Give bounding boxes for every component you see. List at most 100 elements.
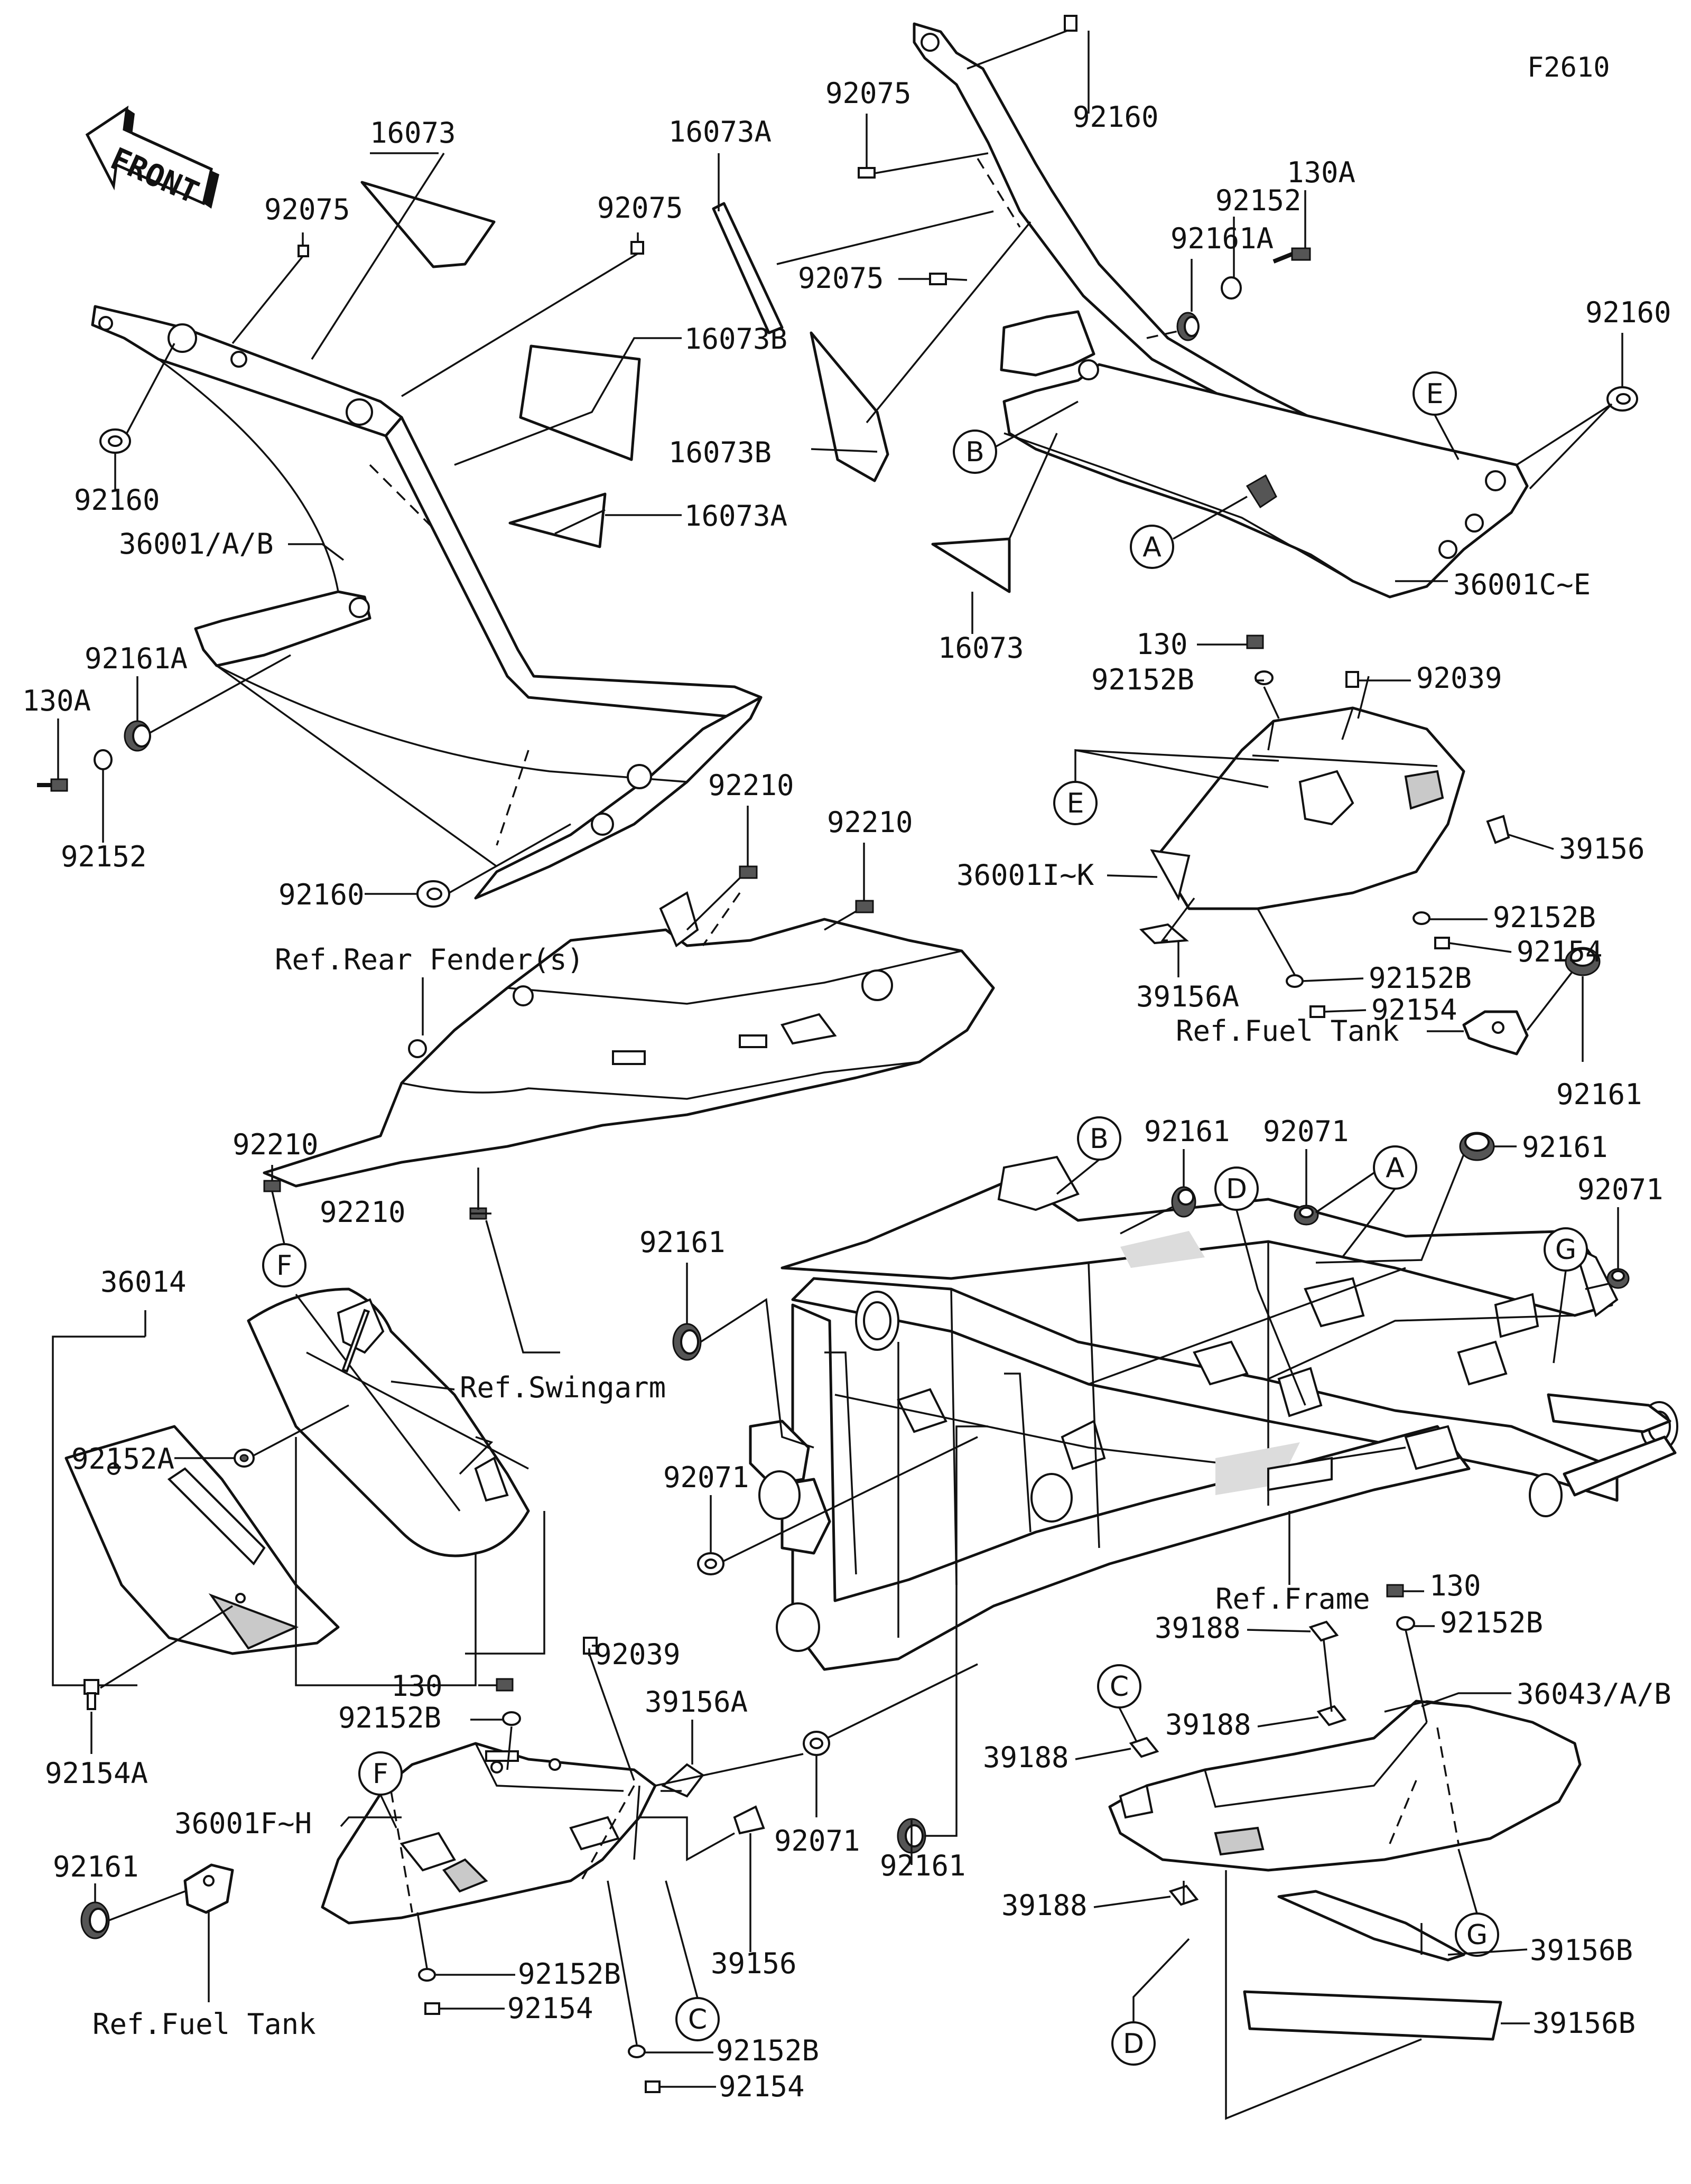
pad-39188-a-icon [1308,1620,1339,1642]
label-130A-right: 130A [1287,156,1355,189]
label-92075-a: 92075 [264,193,350,226]
callout-E-upper: E [1413,371,1457,416]
grommet-92160-d-icon [1606,386,1638,412]
label-36001IK: 36001I~K [956,858,1094,892]
label-92160-c: 92160 [1073,100,1159,134]
label-39156-low: 39156 [711,1947,797,1980]
label-92075-b: 92075 [597,191,683,225]
svg-text:C: C [688,2004,707,2036]
grommet-92161-e-icon [80,1901,110,1939]
label-36014: 36014 [100,1265,187,1299]
svg-text:D: D [1226,1173,1247,1205]
label-39156B-a: 39156B [1530,1934,1633,1967]
label-92161-a: 92161 [1144,1115,1230,1148]
label-ref-frame: Ref.Frame [1215,1582,1370,1616]
bolt-92075-a-icon [298,245,309,257]
label-92210-d: 92210 [320,1196,406,1229]
leaders-frame [686,1145,1619,1865]
label-92154-d: 92154 [719,2070,805,2103]
bolt-92154-c-icon [424,2002,440,2015]
grommet-92161-c-icon [672,1323,702,1361]
side-cover-36001FH [321,1742,657,1925]
grommet-92160-b-icon [416,880,450,908]
nut-92152B-c-icon [1286,974,1304,988]
callout-A-frame: A [1373,1145,1417,1190]
clip-92210-b-icon [855,900,874,913]
label-39156B-b: 39156B [1532,2006,1636,2040]
label-39188-a: 39188 [1155,1611,1241,1645]
label-39156-top: 39156 [1559,832,1645,865]
rivet-92039-top-icon [1345,671,1359,688]
leaders-chain-cover [90,1380,545,1754]
label-39156A-low: 39156A [645,1685,748,1719]
grommet-92160-a-icon [99,428,131,454]
callout-D-frame: D [1214,1166,1259,1211]
label-92161-rt: 92161 [1556,1078,1642,1111]
label-39156A-top: 39156A [1136,980,1239,1013]
callout-C-right: C [1097,1664,1141,1709]
collar-92071-b-icon [1606,1268,1630,1289]
clip-39156-low-icon [733,1805,765,1835]
side-cover-36001-left [91,305,763,900]
sticker-16073-top [360,181,496,268]
bolt-92154-a-icon [1434,937,1450,949]
svg-text:E: E [1426,378,1444,410]
bolt-92154-d-icon [645,2080,661,2093]
label-16073B-mid: 16073B [668,436,772,469]
callout-F-lower: F [358,1751,403,1796]
callout-G-frame: G [1544,1227,1588,1272]
bolt-130A-right-icon [1272,247,1311,264]
callout-C-lower: C [675,1997,720,2041]
callout-D-right: D [1111,2021,1156,2066]
label-92160-b: 92160 [278,878,365,911]
bolt-92075-d-icon [929,273,947,285]
strip-39156B-b [1243,1990,1502,2041]
nut-92152B-d-icon [1396,1616,1415,1631]
pad-39156A-top-icon [1139,923,1189,945]
svg-text:B: B [965,436,984,468]
nut-92152B-g-icon [628,2045,646,2058]
svg-text:G: G [1466,1919,1488,1951]
label-39188-b: 39188 [1165,1708,1251,1741]
label-36001AB: 36001/A/B [119,527,274,561]
label-92152B-e: 92152B [338,1701,441,1734]
pad-39188-c-icon [1129,1737,1159,1758]
label-92152B-g: 92152B [716,2034,819,2067]
bolt-130A-left-icon [37,778,68,792]
svg-text:A: A [1142,531,1162,563]
clip-92160-c-icon [1064,15,1077,32]
label-92075-c: 92075 [825,77,912,110]
bolt-130-low-icon [496,1678,514,1692]
label-16073-top: 16073 [370,116,456,150]
grommet-92161A-right-icon [1176,312,1200,341]
clip-92210-a-icon [739,865,758,879]
label-92152B-a: 92152B [1091,663,1194,696]
washer-92152A-icon [234,1449,255,1468]
diagram-code: F2610 [1527,52,1610,83]
sticker-16073A-top [712,202,784,334]
label-ref-fuel-tank-low: Ref.Fuel Tank [92,2008,316,2041]
callout-B-upper: B [953,430,997,474]
svg-text:B: B [1090,1123,1109,1155]
strip-39156B-a [1277,1890,1465,1962]
label-92071-d: 92071 [774,1824,860,1858]
svg-text:C: C [1110,1671,1129,1703]
label-130-right: 130 [1429,1569,1481,1602]
label-ref-fuel-tank-top: Ref.Fuel Tank [1176,1014,1399,1048]
label-92210-c: 92210 [233,1128,319,1161]
svg-text:E: E [1067,788,1084,819]
label-92160-a: 92160 [74,483,160,517]
label-130-low: 130 [391,1669,443,1703]
label-92161-c: 92161 [639,1226,726,1259]
label-39188-d: 39188 [1001,1889,1088,1922]
bolt-130-top-icon [1246,634,1264,649]
leaders-lower-right [1075,1590,1530,2120]
svg-text:D: D [1123,2028,1144,2060]
nut-92152B-b-icon [1413,911,1430,925]
label-39188-c: 39188 [983,1741,1069,1774]
fuel-tank-bracket-top [1462,1010,1529,1056]
callout-A-upper: A [1130,525,1174,569]
tail-cover-36001IK [1150,706,1465,910]
nut-92152B-a-icon [1255,670,1274,685]
